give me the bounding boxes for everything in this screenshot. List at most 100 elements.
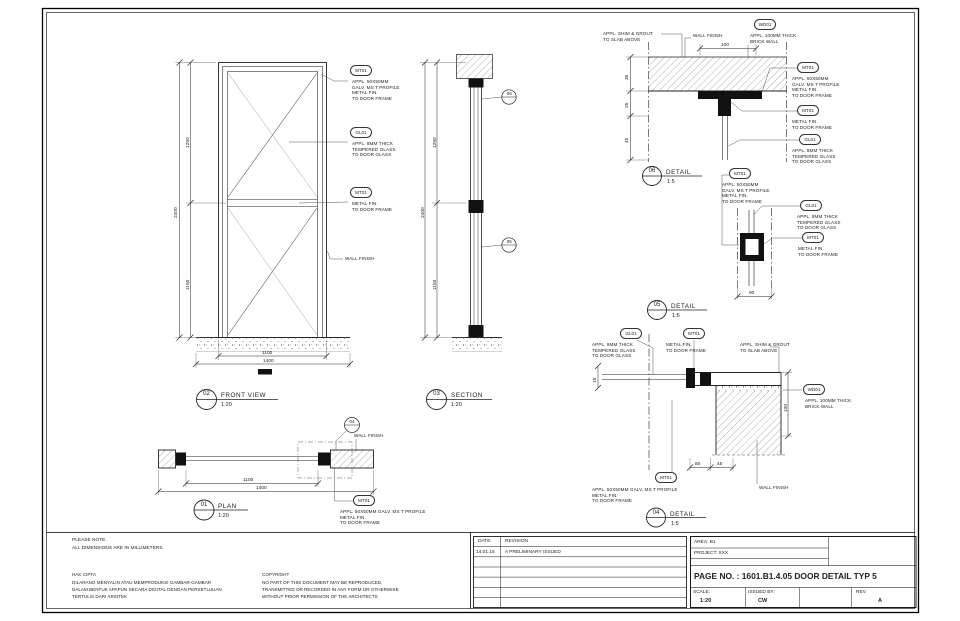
dim-d04-right: 100 (783, 403, 789, 412)
note-copyright-line: TRANSMITTED OR RECORDED IN ANY FORM OR O… (262, 586, 399, 592)
note-line: TO DOOR FRAME (352, 95, 393, 101)
note-copyright-line: WITHOUT PRIOR PERMISSION OF THE ARCHITEC… (262, 593, 378, 599)
note-line: APPL. 8MM THICK (592, 342, 633, 347)
callout-note-shim: APPL. SHIM & GROUT TO SLAB ABOVE (740, 342, 790, 353)
note-line: APPL. 50X50MM (792, 76, 829, 81)
note-line: APPL. 50X50MM (722, 182, 759, 187)
section-detail-marker-05: 05 (506, 238, 512, 244)
titleblock-scale-value: 1:20 (700, 598, 712, 604)
view-title-d04: DETAIL (670, 510, 695, 518)
callout-tag-label: GL01 (625, 331, 637, 336)
callout-note-glass: APPL. 8MM THICK TEMPERED GLASS TO DOOR G… (592, 342, 636, 359)
wall-finish-note: WALL FINISH (345, 256, 375, 262)
view-scale-d04: 1:5 (671, 520, 679, 527)
view-title-plan: PLAN (218, 502, 237, 510)
note-line: TO DOOR GLASS (797, 225, 837, 230)
callout-note-frame: METAL FIN. TO DOOR FRAME (792, 119, 832, 130)
view-scale-d05: 1:5 (672, 313, 680, 319)
note-line: TO DOOR GLASS (792, 159, 832, 164)
note-line: APPL. 8MM THICK (797, 214, 838, 219)
callout-note-frame: APPL. 50X50MM GALV. MS T PROFILE METAL F… (592, 487, 678, 504)
callout-tag-gl01: GL01 (799, 134, 821, 145)
note-line: WALL FINISH (345, 256, 375, 261)
dim-front-overall: 2400 (174, 207, 179, 218)
callout-note-frame: APPL. 50X50MM GALV. MS T PROFILE METAL F… (792, 76, 840, 98)
callout-tag-mt01: MT01 (353, 495, 375, 506)
note-line: METAL FIN. (792, 87, 818, 92)
dim-d04-b1: 50 (695, 461, 701, 467)
view-scale-d06: 1:5 (667, 179, 675, 185)
view-title-front: FRONT VIEW (221, 392, 267, 399)
callout-tag-mt01: MT01 (350, 65, 372, 76)
callout-note-frame: METAL FIN. TO DOOR FRAME (352, 201, 392, 212)
callout-tag-mt01: MT01 (655, 472, 677, 483)
callout-tag-label: GL01 (804, 137, 816, 142)
titleblock-rev-date: 14.01.15 (476, 549, 495, 555)
callout-note-brick: APPL. 100MM THICK BRICK WALL (805, 398, 851, 409)
note-line: WALL FINISH (693, 33, 723, 38)
titleblock-page-no: PAGE NO. : 1601.B1.4.05 DOOR DETAIL TYP … (694, 571, 877, 581)
note-line: TO DOOR FRAME (792, 92, 833, 98)
dim-front-width-inner: 1100 (262, 350, 273, 356)
note-line: METAL FIN. (722, 193, 748, 198)
sheet-border-linework (41, 7, 920, 614)
note-line: GALV. MS T PROFILE (722, 187, 770, 193)
note-line: TO DOOR FRAME (666, 347, 707, 353)
front-view-linework (175, 59, 354, 410)
note-line: METAL FIN. (352, 90, 378, 95)
dim-d05-width: 90 (749, 290, 755, 296)
note-line: TEMPERED GLASS (792, 153, 836, 159)
dim-front-width-outer: 1400 (263, 358, 274, 364)
view-number-d06: 06 (648, 168, 656, 174)
note-line: APPL. 50X50MM GALV. MS T PROFILE (340, 509, 426, 514)
dim-front-bottom: 1150 (186, 279, 191, 290)
note-line: GALV. MS T PROFILE (792, 81, 840, 87)
dim-d04-left: 15 (593, 377, 598, 383)
callout-note-glass: APPL. 8MM THICK TEMPERED GLASS TO DOOR G… (797, 214, 841, 231)
callout-note-brick: APPL. 100MM THICK BRICK WALL (750, 33, 796, 44)
dim-plan-inner: 1100 (243, 477, 254, 483)
view-scale-section: 1:20 (451, 402, 462, 408)
detail-04-linework (594, 334, 802, 528)
view-number-section: 03 (433, 391, 440, 397)
view-scale-plan: 1:20 (218, 512, 229, 519)
callout-tag-mt01: MT01 (729, 168, 751, 179)
titleblock-rev-text: A PRELIMINARY ISSUED (505, 549, 561, 555)
callout-tag-mt01: MT01 (797, 62, 819, 73)
note-copyright-line: NO PART OF THIS DOCUMENT MAY BE REPRODUC… (262, 579, 383, 585)
note-hak-line: TERTULIS DARI ARSITEK (72, 593, 128, 599)
detail-06-linework (626, 33, 799, 186)
callout-tag-label: WD01 (807, 387, 821, 392)
callout-note-glass: APPL. 8MM THICK TEMPERED GLASS TO DOOR G… (352, 141, 396, 158)
callout-tag-mt01: MT01 (797, 105, 819, 116)
titleblock-rev-label: REV. (856, 589, 867, 595)
view-number-plan: 01 (200, 501, 208, 508)
dim-d06-s2: 25 (625, 102, 630, 108)
note-line: TO DOOR GLASS (352, 152, 392, 157)
titleblock-project: PROJECT: XXX (694, 550, 729, 556)
callout-note-glass: APPL. 8MM THICK TEMPERED GLASS TO DOOR G… (792, 148, 836, 165)
view-number-front: 02 (203, 391, 210, 397)
note-line: APPL. 50X50MM GALV. MS T PROFILE (592, 487, 678, 492)
wall-finish-note: WALL FINISH (354, 433, 384, 439)
callout-tag-label: MT01 (802, 65, 814, 70)
note-line: APPL. SHIM & GROUT (740, 342, 790, 347)
note-hak-title: HAK CIPTA (72, 572, 96, 577)
note-copyright-title: COPYRIGHT (262, 572, 290, 577)
note-line: TO DOOR FRAME (352, 206, 393, 212)
note-line: METAL FIN. (592, 492, 618, 498)
callout-note-frame: APPL. 50X50MM GALV. MS T PROFILE METAL F… (340, 509, 426, 526)
note-line: TO DOOR FRAME (722, 198, 763, 204)
dim-d06-top: 100 (721, 42, 730, 48)
callout-tag-label: MT01 (807, 235, 819, 240)
callout-tag-label: MT01 (355, 68, 367, 73)
callout-tag-label: GL01 (355, 130, 367, 135)
note-please-title: PLEASE NOTE. (72, 538, 107, 543)
titleblock-grid (473, 536, 917, 608)
callout-tag-mt01: MT01 (802, 232, 824, 243)
callout-tag-label: GL01 (805, 203, 817, 208)
section-view-linework (420, 54, 517, 410)
note-line: TEMPERED GLASS (352, 146, 396, 152)
note-line: TEMPERED GLASS (592, 347, 636, 353)
